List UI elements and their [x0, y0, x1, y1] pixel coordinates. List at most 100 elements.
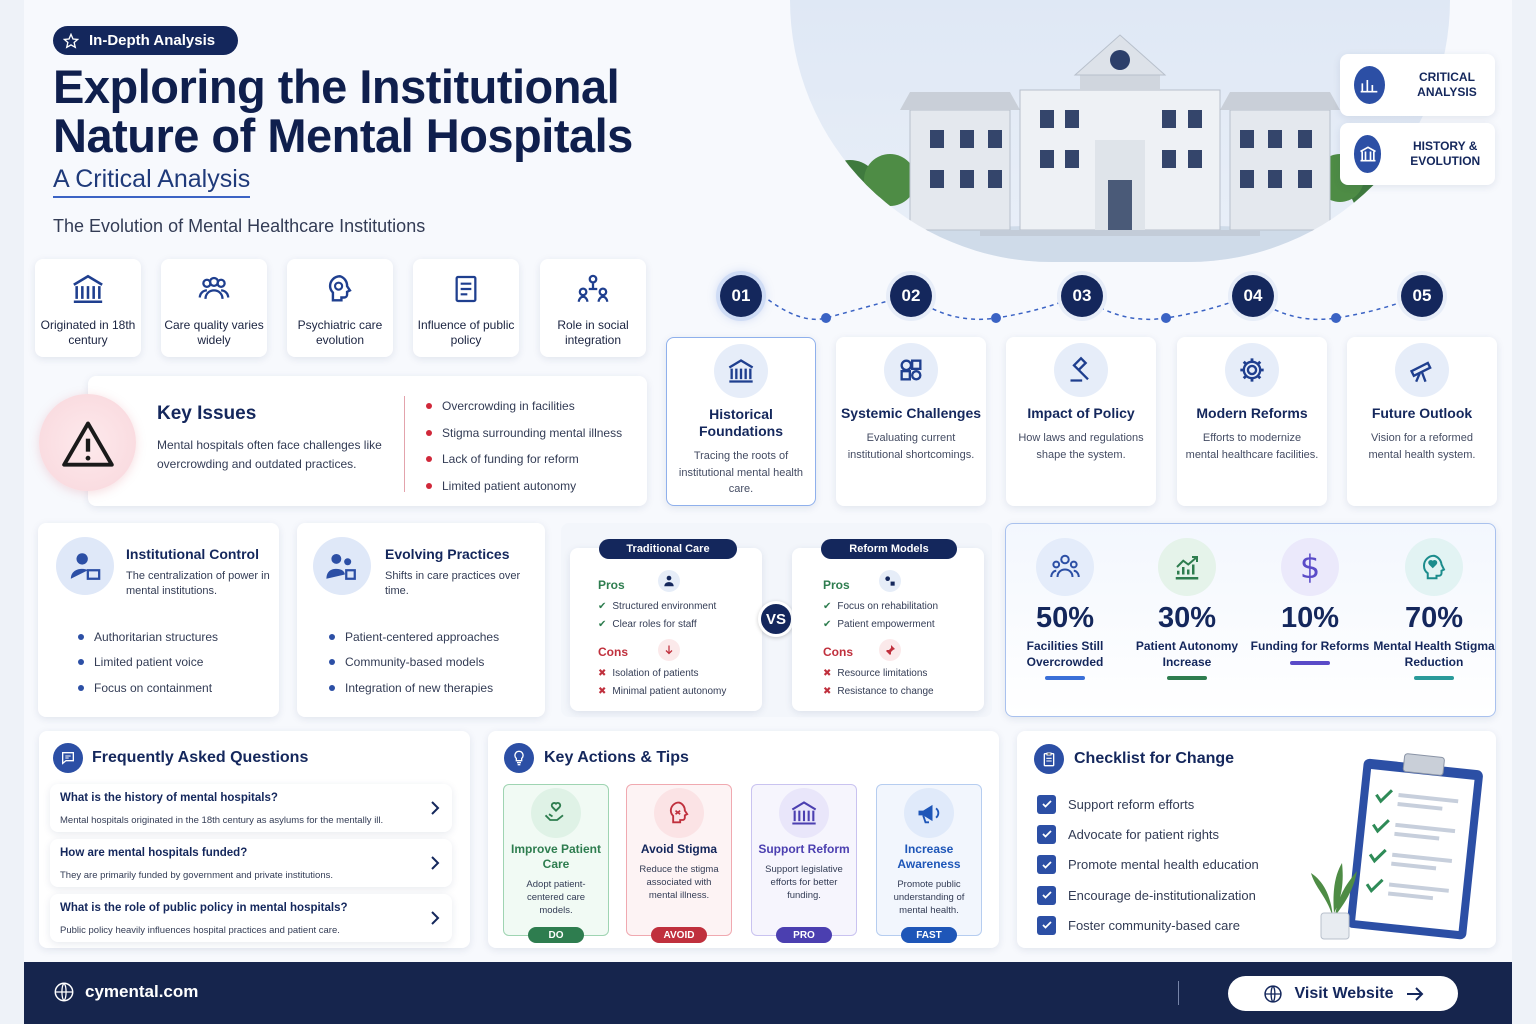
- action-title: Avoid Stigma: [640, 842, 718, 856]
- check-icon: ✔: [823, 619, 832, 631]
- reform-models-header: Reform Models: [821, 539, 957, 559]
- puzzle-icon: [884, 343, 938, 397]
- checklist-item[interactable]: Advocate for patient rights: [1037, 819, 1259, 849]
- faq-title: Frequently Asked Questions: [92, 749, 309, 766]
- list-item: Lack of funding for reform: [426, 446, 622, 473]
- stat-label: Facilities Still Overcrowded: [1026, 639, 1104, 669]
- chart-icon: [1354, 66, 1385, 104]
- timeline-step-05[interactable]: 05: [1401, 275, 1443, 317]
- checklist-item[interactable]: Support reform efforts: [1037, 789, 1259, 819]
- feature-label: Role in social integration: [557, 318, 629, 347]
- faq-item[interactable]: What is the history of mental hospitals?…: [50, 784, 452, 832]
- stat-bar: [1045, 676, 1085, 680]
- badge-critical-analysis: CRITICAL ANALYSIS: [1340, 54, 1495, 116]
- reform-pros: ✔Focus on rehabilitation ✔Patient empowe…: [823, 597, 938, 634]
- evolving-title: Evolving Practices: [385, 546, 510, 562]
- network-people-icon: [577, 274, 609, 302]
- checklist-item[interactable]: Promote mental health education: [1037, 850, 1259, 880]
- list-item: ✖Minimal patient autonomy: [598, 686, 727, 698]
- list-item: ✖Resource limitations: [823, 667, 928, 679]
- list-item: ✔Structured environment: [598, 600, 717, 612]
- checkbox-checked-icon[interactable]: [1037, 885, 1056, 905]
- divider: [404, 396, 405, 492]
- list-item: Authoritarian structures: [78, 624, 218, 650]
- person-institution-icon: [56, 537, 114, 595]
- feature-label: Psychiatric care evolution: [297, 318, 383, 347]
- section-heading: The Evolution of Mental Healthcare Insti…: [53, 216, 426, 236]
- checkbox-checked-icon[interactable]: [1037, 794, 1056, 814]
- heart-hands-icon: [531, 788, 581, 838]
- feature-card: Care quality varies widely: [161, 259, 267, 357]
- footer-site[interactable]: cymental.com: [53, 981, 198, 1003]
- institution-icon: [779, 788, 829, 838]
- timeline-card: Future Outlook Vision for a reformed men…: [1347, 337, 1497, 506]
- x-icon: ✖: [598, 667, 607, 679]
- pros-label: Pros: [598, 578, 625, 592]
- feature-card: Role in social integration: [540, 259, 646, 357]
- timeline-desc: Efforts to modernize mental healthcare f…: [1185, 432, 1319, 461]
- action-title: Improve Patient Care: [510, 842, 602, 871]
- stat-card: 50% Facilities Still Overcrowded: [1004, 523, 1126, 717]
- timeline-desc: Tracing the roots of institutional menta…: [678, 450, 804, 495]
- timeline-step-02[interactable]: 02: [890, 275, 932, 317]
- stat-value: 70%: [1404, 602, 1464, 634]
- gavel-icon: [1054, 343, 1108, 397]
- chevron-right-icon[interactable]: [430, 855, 440, 871]
- faq-answer: Public policy heavily influences hospita…: [60, 925, 340, 936]
- faq-item[interactable]: How are mental hospitals funded? They ar…: [50, 839, 452, 887]
- timeline-title: Future Outlook: [1371, 405, 1473, 421]
- action-title: Increase Awareness: [897, 842, 961, 871]
- action-tag: AVOID: [651, 927, 707, 943]
- feature-card: Influence of public policy: [413, 259, 519, 357]
- timeline-step-03[interactable]: 03: [1061, 275, 1103, 317]
- timeline-card: Impact of Policy How laws and regulation…: [1006, 337, 1156, 506]
- checklist-title: Checklist for Change: [1074, 750, 1235, 767]
- stat-bar: [1167, 676, 1207, 680]
- checklist-item[interactable]: Encourage de-institutionalization: [1037, 880, 1259, 910]
- timeline-step-01[interactable]: 01: [720, 275, 762, 317]
- chevron-right-icon[interactable]: [430, 910, 440, 926]
- chevron-right-icon[interactable]: [430, 800, 440, 816]
- building-icon: [1354, 135, 1382, 173]
- dollar-icon: $: [1281, 538, 1339, 596]
- page-title: Exploring the Institutional Nature of Me…: [53, 60, 633, 162]
- traditional-care-header: Traditional Care: [599, 539, 737, 559]
- faq-item[interactable]: What is the role of public policy in men…: [50, 894, 452, 942]
- pin-icon: [879, 639, 901, 661]
- puzzle-icon: [879, 570, 901, 592]
- brain-head-icon: [328, 275, 352, 302]
- timeline-step-04[interactable]: 04: [1232, 275, 1274, 317]
- actions-title: Key Actions & Tips: [544, 749, 689, 766]
- timeline-desc: How laws and regulations shape the syste…: [1018, 432, 1144, 461]
- action-desc: Reduce the stigma associated with mental…: [639, 864, 719, 901]
- action-desc: Promote public understanding of mental h…: [893, 879, 965, 916]
- visit-website-button[interactable]: Visit Website: [1228, 976, 1458, 1011]
- cons-label: Cons: [598, 645, 628, 659]
- checkbox-checked-icon[interactable]: [1037, 855, 1056, 875]
- stat-label: Funding for Reforms: [1250, 639, 1370, 653]
- people-icon: [1036, 538, 1094, 596]
- faq-question: What is the role of public policy in men…: [60, 902, 348, 914]
- timeline-card: Historical Foundations Tracing the roots…: [666, 337, 816, 506]
- stat-bar: [1290, 660, 1330, 665]
- list-item: ✔Focus on rehabilitation: [823, 600, 939, 612]
- badge-label: CRITICAL ANALYSIS: [1417, 70, 1477, 99]
- feature-card: Psychiatric care evolution: [287, 259, 393, 357]
- badge-history-evolution: HISTORY & EVOLUTION: [1340, 123, 1495, 185]
- x-icon: ✖: [823, 686, 832, 698]
- timeline-card: Modern Reforms Efforts to modernize ment…: [1177, 337, 1327, 506]
- gear-icon: [1225, 343, 1279, 397]
- cons-label: Cons: [823, 645, 853, 659]
- action-title: Support Reform: [758, 842, 850, 856]
- checkbox-checked-icon[interactable]: [1037, 824, 1056, 844]
- key-issues-title: Key Issues: [157, 403, 257, 424]
- key-issues-list: Overcrowding in facilities Stigma surrou…: [426, 393, 622, 499]
- people-icon: [658, 570, 680, 592]
- feature-label: Influence of public policy: [417, 318, 515, 347]
- checkbox-checked-icon[interactable]: [1037, 915, 1056, 935]
- document-icon: [455, 275, 477, 303]
- action-card-fast: Increase Awareness Promote public unders…: [876, 784, 982, 943]
- checklist-item[interactable]: Foster community-based care: [1037, 910, 1259, 940]
- stat-value: 50%: [1035, 602, 1095, 634]
- list-item: ✔Patient empowerment: [823, 619, 935, 631]
